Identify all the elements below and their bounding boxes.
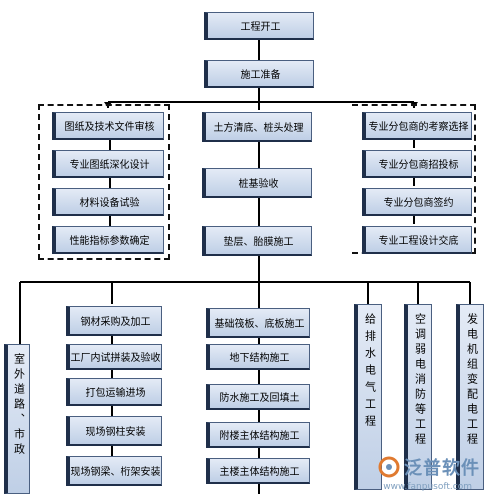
node-plumbing: 给排水电气工程 — [354, 304, 382, 490]
node-mid-2: 桩基验收 — [202, 168, 312, 198]
node-mid-1: 土方清底、桩头处理 — [202, 112, 312, 142]
node-mid-3: 垫层、胎膜施工 — [202, 226, 312, 256]
node-struct-5: 主楼主体结构施工 — [206, 458, 310, 484]
node-steel-4: 现场钢柱安装 — [66, 416, 162, 446]
logo-icon — [378, 456, 400, 478]
watermark-logo: 泛普软件 — [378, 454, 480, 480]
node-steel-1: 钢材采购及加工 — [66, 306, 162, 336]
node-left-2: 专业图纸深化设计 — [52, 150, 164, 178]
node-struct-1: 基础筏板、底板施工 — [206, 308, 310, 338]
node-steel-2: 工厂内试拼装及验收 — [66, 344, 162, 370]
node-generator-text: 发电机组变配电工程 — [465, 313, 479, 448]
node-prep: 施工准备 — [204, 60, 314, 88]
node-left-3: 材料设备试验 — [52, 188, 164, 216]
node-right-4: 专业工程设计交底 — [362, 226, 472, 254]
node-struct-2: 地下结构施工 — [206, 344, 310, 370]
node-hvac: 空调弱电消防等工程 — [404, 304, 432, 490]
node-right-3: 专业分包商签约 — [362, 188, 472, 216]
node-struct-3: 防水施工及回填土 — [206, 384, 310, 410]
node-struct-4: 附楼主体结构施工 — [206, 422, 310, 448]
node-hvac-text: 空调弱电消防等工程 — [413, 313, 427, 448]
node-steel-3: 打包运输进场 — [66, 378, 162, 406]
node-right-1: 专业分包商的考察选择 — [362, 112, 472, 140]
node-outdoor: 室外道路、市政 — [4, 344, 30, 494]
node-generator: 发电机组变配电工程 — [456, 304, 484, 490]
watermark-brand: 泛普软件 — [404, 458, 480, 479]
watermark-url: www.fanpusoft.com — [383, 482, 472, 492]
left-group-border — [38, 104, 170, 260]
node-right-2: 专业分包商招投标 — [362, 150, 472, 178]
node-start: 工程开工 — [204, 12, 314, 40]
node-steel-5: 现场钢梁、桁架安装 — [66, 456, 162, 486]
node-plumbing-text: 给排水电气工程 — [363, 313, 377, 432]
node-left-4: 性能指标参数确定 — [52, 226, 164, 254]
node-left-1: 图纸及技术文件审核 — [52, 112, 164, 140]
node-outdoor-text: 室外道路、市政 — [12, 353, 26, 458]
